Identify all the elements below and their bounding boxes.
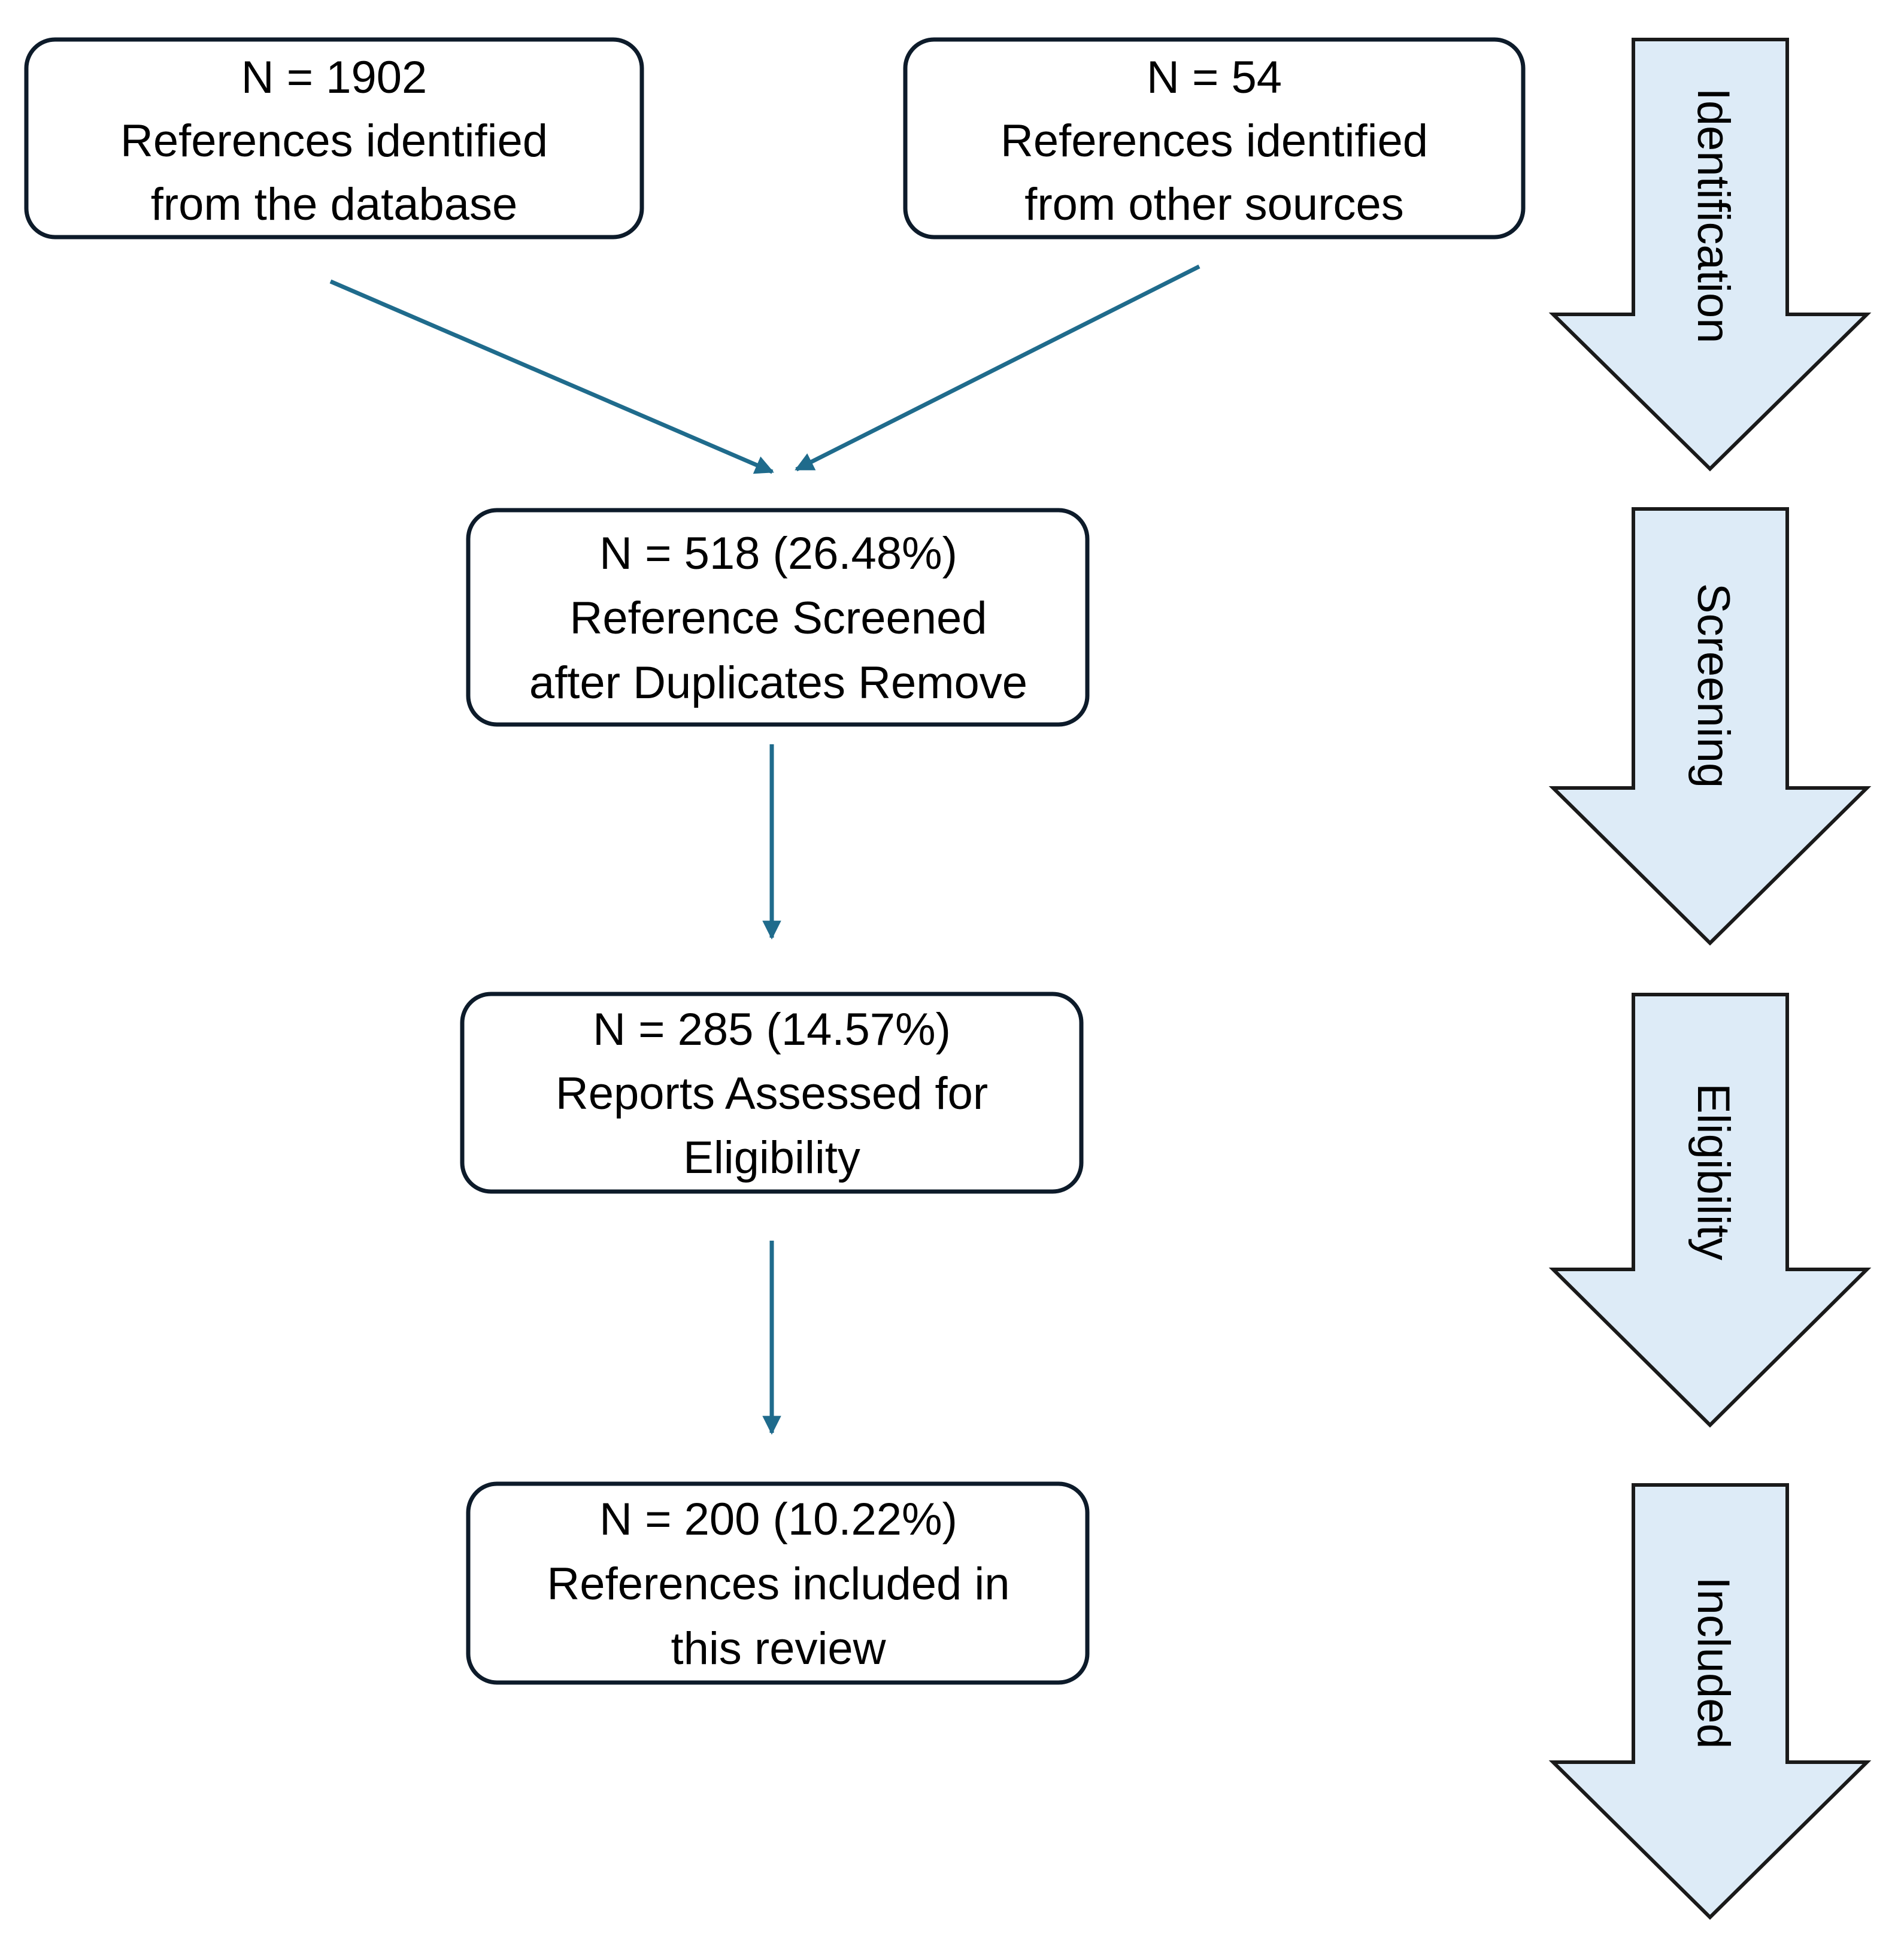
box-database-count: N = 1902 bbox=[241, 52, 428, 103]
box-database-line1: References identified bbox=[120, 116, 548, 166]
box-database-references: N = 1902 References identified from the … bbox=[24, 37, 644, 240]
box-assessed: N = 285 (14.57%) Reports Assessed for El… bbox=[460, 992, 1084, 1194]
box-other-line2: from other sources bbox=[1024, 179, 1404, 230]
phase-arrow-included: Included bbox=[1548, 1483, 1872, 1920]
box-other-count: N = 54 bbox=[1147, 52, 1282, 103]
box-screened-line2: after Duplicates Remove bbox=[529, 657, 1027, 708]
connector-other-to-screened bbox=[795, 264, 1200, 472]
phase-arrow-identification: Identification bbox=[1548, 38, 1872, 472]
phase-label-identification: Identification bbox=[1688, 88, 1739, 344]
box-included-line1: References included in bbox=[547, 1559, 1009, 1609]
box-screened: N = 518 (26.48%) Reference Screened afte… bbox=[466, 508, 1090, 727]
connector-database-to-screened bbox=[329, 279, 774, 474]
box-included-count: N = 200 (10.22%) bbox=[599, 1494, 957, 1545]
box-included: N = 200 (10.22%) References included in … bbox=[466, 1481, 1090, 1685]
phase-label-eligibility: Eligibility bbox=[1688, 1083, 1739, 1260]
phase-arrow-eligibility: Eligibility bbox=[1548, 993, 1872, 1428]
box-screened-line1: Reference Screened bbox=[569, 593, 987, 644]
box-assessed-line2: Eligibility bbox=[683, 1132, 860, 1183]
phase-arrow-screening: Screening bbox=[1548, 507, 1872, 946]
box-screened-count: N = 518 (26.48%) bbox=[599, 528, 957, 579]
box-other-line1: References identified bbox=[1000, 116, 1428, 166]
box-assessed-line1: Reports Assessed for bbox=[556, 1068, 988, 1119]
phase-label-included: Included bbox=[1688, 1577, 1739, 1748]
phase-label-screening: Screening bbox=[1688, 583, 1739, 788]
box-database-line2: from the database bbox=[151, 179, 518, 230]
box-other-sources-references: N = 54 References identified from other … bbox=[903, 37, 1526, 240]
box-assessed-count: N = 285 (14.57%) bbox=[593, 1004, 951, 1055]
box-included-line2: this review bbox=[671, 1623, 887, 1674]
